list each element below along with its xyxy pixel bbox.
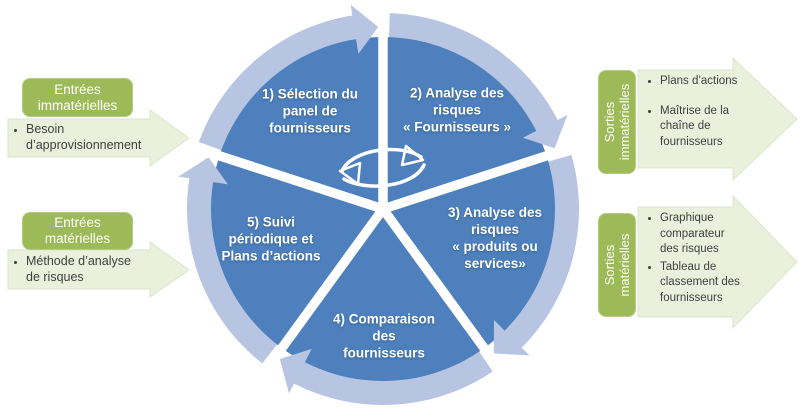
output-header-materielles [598, 213, 636, 317]
output-list-materielles: Graphique comparateur des risques Tablea… [646, 211, 752, 308]
list-item: Tableau de classement des fournisseurs [660, 260, 752, 307]
input-header-materielles: Entrées matérielles [22, 212, 133, 250]
ring-arc-3 [288, 349, 493, 405]
ring-arrowhead-5 [350, 4, 379, 54]
list-item: Maîtrise de la chaîne de fournisseurs [660, 104, 752, 151]
wheel-step-5-label: 5) Suivi périodique et Plans d’actions [221, 214, 321, 264]
input-header-immaterielles: Entrées immatérielles [22, 78, 133, 117]
refresh-cycle-icon [338, 144, 426, 188]
ring-arrowhead-2 [493, 320, 530, 356]
wheel-step-3-label: 3) Analyse des risques « produits ou ser… [447, 205, 543, 271]
list-item: Plans d’actions [660, 74, 752, 90]
list-item: Graphique comparateur des risques [660, 211, 752, 258]
ring-arrowhead-1 [522, 115, 568, 149]
wheel-step-4-label: 4) Comparaison des fournisseurs [332, 311, 436, 361]
ring-arrowhead-4 [178, 157, 228, 185]
output-header-materielles-label: Sorties matérielles [602, 233, 632, 297]
output-list-immaterielles: Plans d’actions Maîtrise de la chaîne de… [646, 74, 752, 164]
wheel-step-2-label: 2) Analyse des risques « Fournisseurs » [402, 85, 512, 135]
list-item: Besoin d’approvisionnement [26, 121, 166, 153]
output-arrow-immaterielles [637, 56, 798, 182]
input-arrow-materielles [7, 241, 190, 298]
output-header-immaterielles-label: Sorties immatérielles [602, 83, 632, 161]
wheel-step-1-label: 1) Sélection du panel de fournisseurs [261, 86, 359, 136]
segment-dividers [215, 34, 551, 354]
input-list-materielles: Méthode d’analyse de risques [12, 253, 166, 285]
ring-arc-4 [187, 171, 279, 364]
input-arrow-immaterielles [7, 109, 190, 167]
ring-arc-2 [498, 155, 580, 353]
ring-arrowhead-3 [279, 348, 312, 394]
list-item: Méthode d’analyse de risques [26, 253, 166, 285]
output-arrow-materielles [637, 194, 798, 330]
input-list-immaterielles: Besoin d’approvisionnement [12, 121, 166, 153]
output-header-immaterielles [598, 70, 636, 174]
